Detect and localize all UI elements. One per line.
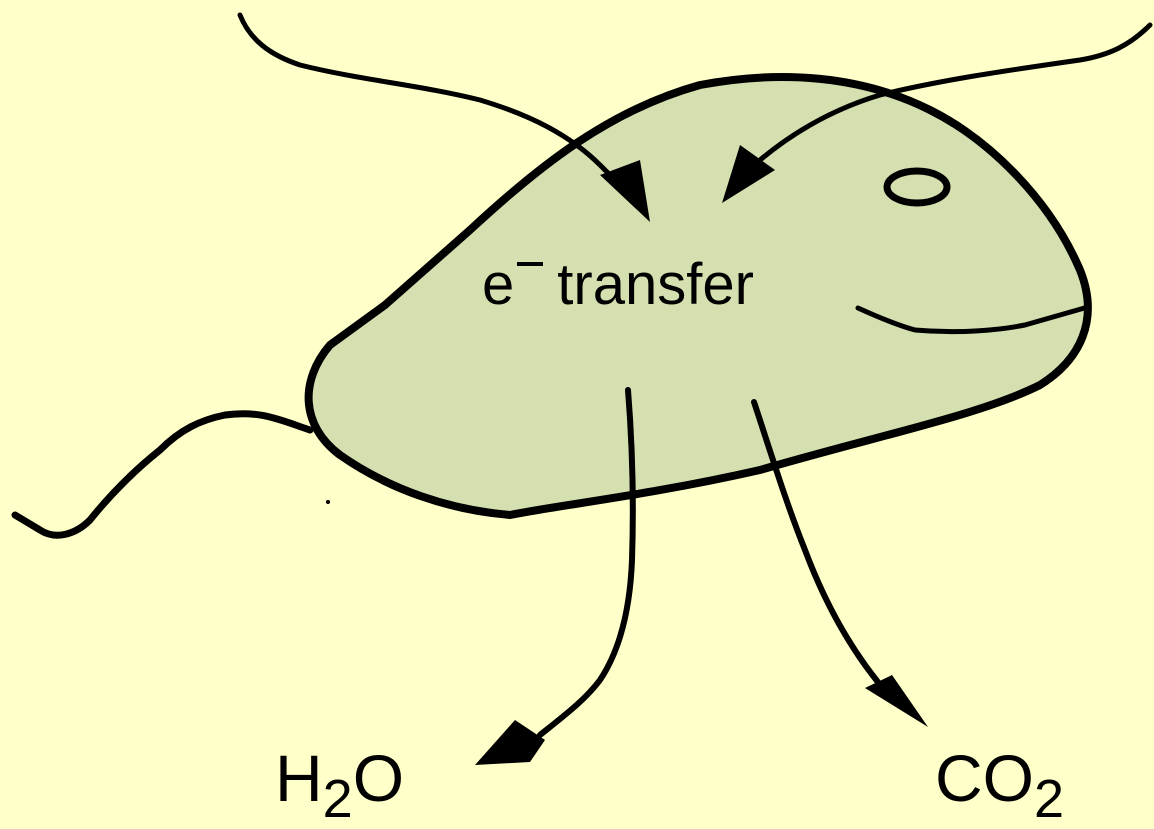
outgoing-arrow-co2-line xyxy=(751,399,883,688)
incoming-arrow-right-line xyxy=(757,22,1153,163)
negative-charge-bar xyxy=(517,262,544,266)
transfer-text: transfer xyxy=(557,252,754,317)
incoming-arrow-left-head xyxy=(600,160,650,222)
inner-membrane-line xyxy=(855,304,1091,335)
outgoing-arrow-h2o-line xyxy=(537,387,636,738)
outgoing-arrow-h2o-head xyxy=(475,720,545,765)
water-product-label: H2O xyxy=(275,741,405,829)
speck-dot xyxy=(326,500,330,504)
electron-symbol: e xyxy=(482,252,515,317)
nucleoid-loop xyxy=(883,167,951,207)
flagellum xyxy=(11,410,314,539)
carbon-dioxide-product-label: CO2 xyxy=(935,741,1065,829)
outgoing-arrow-co2-head xyxy=(865,675,928,727)
incoming-arrow-left-line xyxy=(237,12,618,183)
incoming-arrow-right-head xyxy=(722,145,775,203)
bacterium-cell-body xyxy=(304,73,1092,519)
